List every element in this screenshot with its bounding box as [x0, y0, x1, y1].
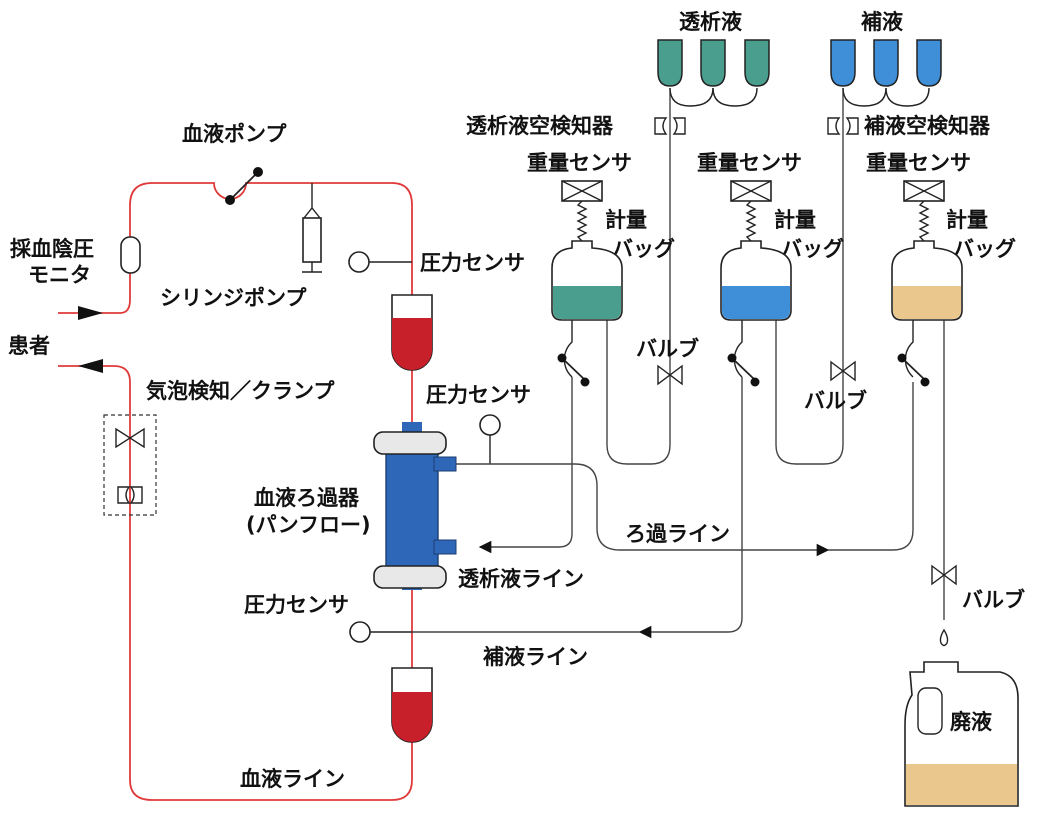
- valve-3-icon: [931, 564, 957, 586]
- valve-1-icon: [657, 364, 683, 386]
- dialysate-empty-detector-label: 透析液空検知器: [466, 114, 614, 138]
- valve-3-label: バルブ: [962, 588, 1025, 612]
- draw-pressure-monitor-label-2: モニタ: [28, 263, 91, 287]
- dialysate-feed-line: [606, 88, 671, 465]
- weight-sensor-3-icon: [903, 180, 945, 242]
- filtration-line-label: ろ過ライン: [625, 522, 730, 546]
- pressure-sensor-3-icon: [349, 621, 371, 643]
- pressure-sensor-1-icon: [348, 251, 370, 273]
- substitution-supply-label: 補液: [860, 10, 903, 34]
- valve-2-label: バルブ: [804, 389, 867, 413]
- substitution-pump-icon: [727, 320, 760, 387]
- substitution-line-label: 補液ライン: [482, 645, 588, 669]
- metering-3-label: 計量: [946, 208, 988, 232]
- blood-line-venous: [58, 365, 413, 801]
- blood-circuit: [58, 182, 413, 801]
- blood-return-arrow: [78, 359, 103, 373]
- metering-bag-3-icon: [891, 240, 963, 321]
- dialysate-line-label: 透析液ライン: [458, 567, 584, 591]
- dialysate-line: [478, 377, 573, 554]
- filtration-line-to-bag: [828, 382, 914, 551]
- drip-chamber-1-icon: [391, 294, 433, 371]
- blood-pump-label: 血液ポンプ: [182, 122, 287, 146]
- substitution-bags-icon: [830, 39, 942, 107]
- dialysate-supply-label: 透析液: [679, 10, 742, 34]
- substitution-feed-line: [775, 88, 844, 465]
- blood-line-label: 血液ライン: [240, 767, 345, 791]
- metering-2-label: 計量: [774, 208, 816, 232]
- metering-bag-1-icon: [551, 240, 623, 321]
- drip-chamber-2-icon: [391, 667, 433, 743]
- waste-container-icon: [904, 661, 1019, 807]
- pressure-sensor-2-icon: [479, 414, 501, 436]
- weight-sensor-2-label: 重量センサ: [697, 151, 802, 175]
- weight-sensor-1-label: 重量センサ: [527, 151, 632, 175]
- blood-pump-icon: [225, 167, 263, 205]
- pressure-sensor-3-label: 圧力センサ: [244, 593, 349, 617]
- metering-1-label: 計量: [605, 208, 647, 232]
- bag-2-label: バッグ: [781, 237, 844, 261]
- patient-label: 患者: [8, 334, 50, 358]
- blood-filter-icon: [373, 422, 457, 590]
- fluid-lines: [412, 88, 945, 639]
- dialysate-bags-icon: [657, 39, 770, 107]
- syringe-pump-label: シリンジポンプ: [160, 286, 307, 310]
- dialysate-empty-detector-icon: [654, 117, 686, 135]
- weight-sensor-1-icon: [561, 180, 603, 242]
- pressure-sensor-2-label: 圧力センサ: [426, 383, 531, 407]
- metering-bag-2-icon: [720, 240, 792, 321]
- drip-icon: [939, 628, 949, 647]
- substitution-empty-detector-label: 補液空検知器: [863, 114, 991, 138]
- draw-pressure-monitor-label-1: 採血陰圧: [10, 237, 94, 261]
- filtration-line-to-arrow: [456, 463, 830, 557]
- bag-1-label: バッグ: [612, 237, 675, 261]
- blood-inflow-arrow: [78, 306, 103, 320]
- substitution-line: [638, 377, 743, 639]
- draw-pressure-monitor-icon: [120, 236, 141, 274]
- blood-filter-label-2: (パンフロー): [246, 513, 371, 537]
- waste-label: 廃液: [950, 710, 992, 734]
- bag-3-label: バッグ: [953, 237, 1016, 261]
- bubble-detector-clamp-icon: [103, 414, 157, 516]
- syringe-pump-icon: [302, 183, 322, 273]
- weight-sensor-2-icon: [730, 180, 772, 242]
- blood-line-arterial: [58, 182, 413, 314]
- valve-1-label: バルブ: [636, 337, 699, 361]
- substitution-empty-detector-icon: [827, 117, 859, 135]
- valve-2-icon: [830, 360, 856, 382]
- pressure-sensor-1-label: 圧力センサ: [420, 251, 525, 275]
- dialysate-pump-icon: [557, 320, 590, 387]
- filtration-pump-icon: [897, 320, 930, 387]
- bubble-detector-clamp-label: 気泡検知／クランプ: [146, 379, 335, 403]
- blood-filter-label-1: 血液ろ過器: [254, 486, 360, 510]
- weight-sensor-3-label: 重量センサ: [866, 151, 971, 175]
